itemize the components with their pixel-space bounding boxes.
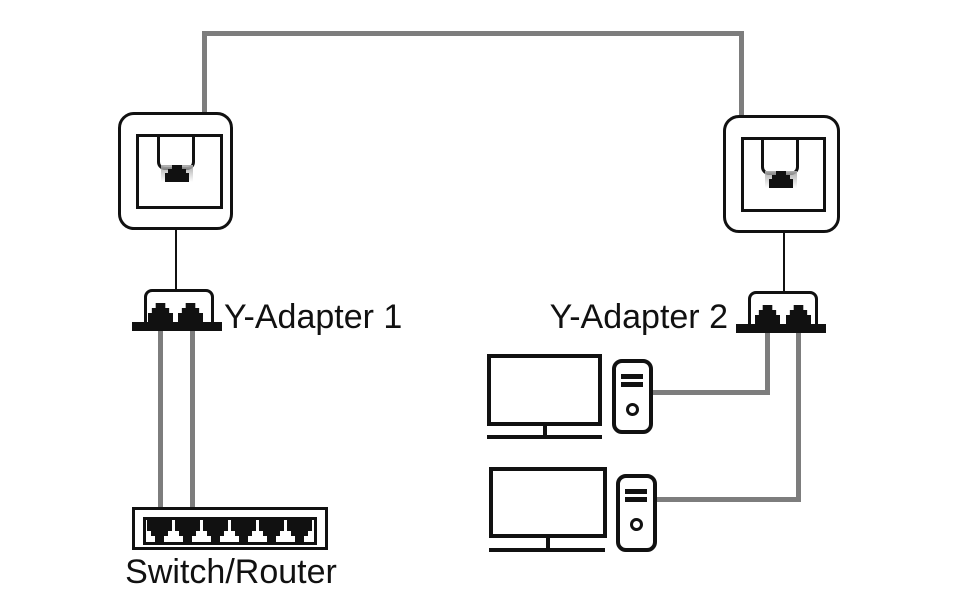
rj45-jack-icon xyxy=(786,305,811,327)
socket-left-faceplate xyxy=(136,134,223,209)
y-adapter-1-label: Y-Adapter 1 xyxy=(224,298,403,336)
line-socket-right-to-adapter2 xyxy=(783,187,785,293)
computer-1-drive-slot xyxy=(621,382,643,387)
computer-1-monitor-base xyxy=(487,435,602,439)
rj45-jack-icon xyxy=(148,303,173,325)
rj45-plug-icon xyxy=(769,171,793,188)
rj45-port-icon xyxy=(231,520,256,542)
cable-adapter2-to-computer1-horizontal xyxy=(652,390,770,395)
computer-1-monitor-stand xyxy=(543,426,547,435)
rj45-port-icon xyxy=(259,520,284,542)
computer-2-monitor xyxy=(489,467,607,538)
line-socket-left-to-adapter1 xyxy=(175,183,177,290)
rj45-port-icon xyxy=(203,520,228,542)
socket-right-faceplate xyxy=(741,137,826,212)
computer-2-tower xyxy=(616,474,657,552)
computer-2-drive-slot xyxy=(625,497,647,502)
rj45-jack-icon xyxy=(755,305,780,327)
y-adapter-2-label: Y-Adapter 2 xyxy=(549,298,728,336)
rj45-jack-icon xyxy=(178,303,203,325)
cable-socket-to-socket-right-drop xyxy=(739,31,744,118)
cable-adapter1-to-switch-port2 xyxy=(190,318,195,535)
wall-socket-right xyxy=(723,115,840,233)
computer-1-tower xyxy=(612,359,653,434)
socket-left-port-recess xyxy=(157,134,195,170)
socket-right-port-recess xyxy=(761,137,799,175)
rj45-port-icon xyxy=(175,520,200,542)
rj45-port-icon xyxy=(147,520,172,542)
rj45-plug-icon xyxy=(165,165,189,182)
cable-adapter2-to-computer2-vertical xyxy=(796,320,801,502)
switch-router-label: Switch/Router xyxy=(125,553,337,591)
cable-adapter2-to-computer1-vertical xyxy=(765,320,770,395)
cable-socket-to-socket-left-drop xyxy=(202,31,207,113)
y-adapter-2-base xyxy=(736,324,826,333)
rj45-port-icon xyxy=(287,520,312,542)
y-adapter-1-base xyxy=(132,322,222,331)
cable-adapter2-to-computer2-horizontal xyxy=(656,497,801,502)
cable-socket-to-socket-horizontal xyxy=(202,31,744,36)
computer-1-drive-slot xyxy=(621,374,643,379)
computer-1-monitor xyxy=(487,354,602,426)
computer-2-monitor-stand xyxy=(546,538,550,548)
computer-2-monitor-base xyxy=(489,548,605,552)
computer-1-power-button xyxy=(626,403,639,416)
cable-adapter1-to-switch-port1 xyxy=(158,318,163,535)
computer-2-power-button xyxy=(630,518,643,531)
wall-socket-left xyxy=(118,112,233,230)
computer-2-drive-slot xyxy=(625,489,647,494)
